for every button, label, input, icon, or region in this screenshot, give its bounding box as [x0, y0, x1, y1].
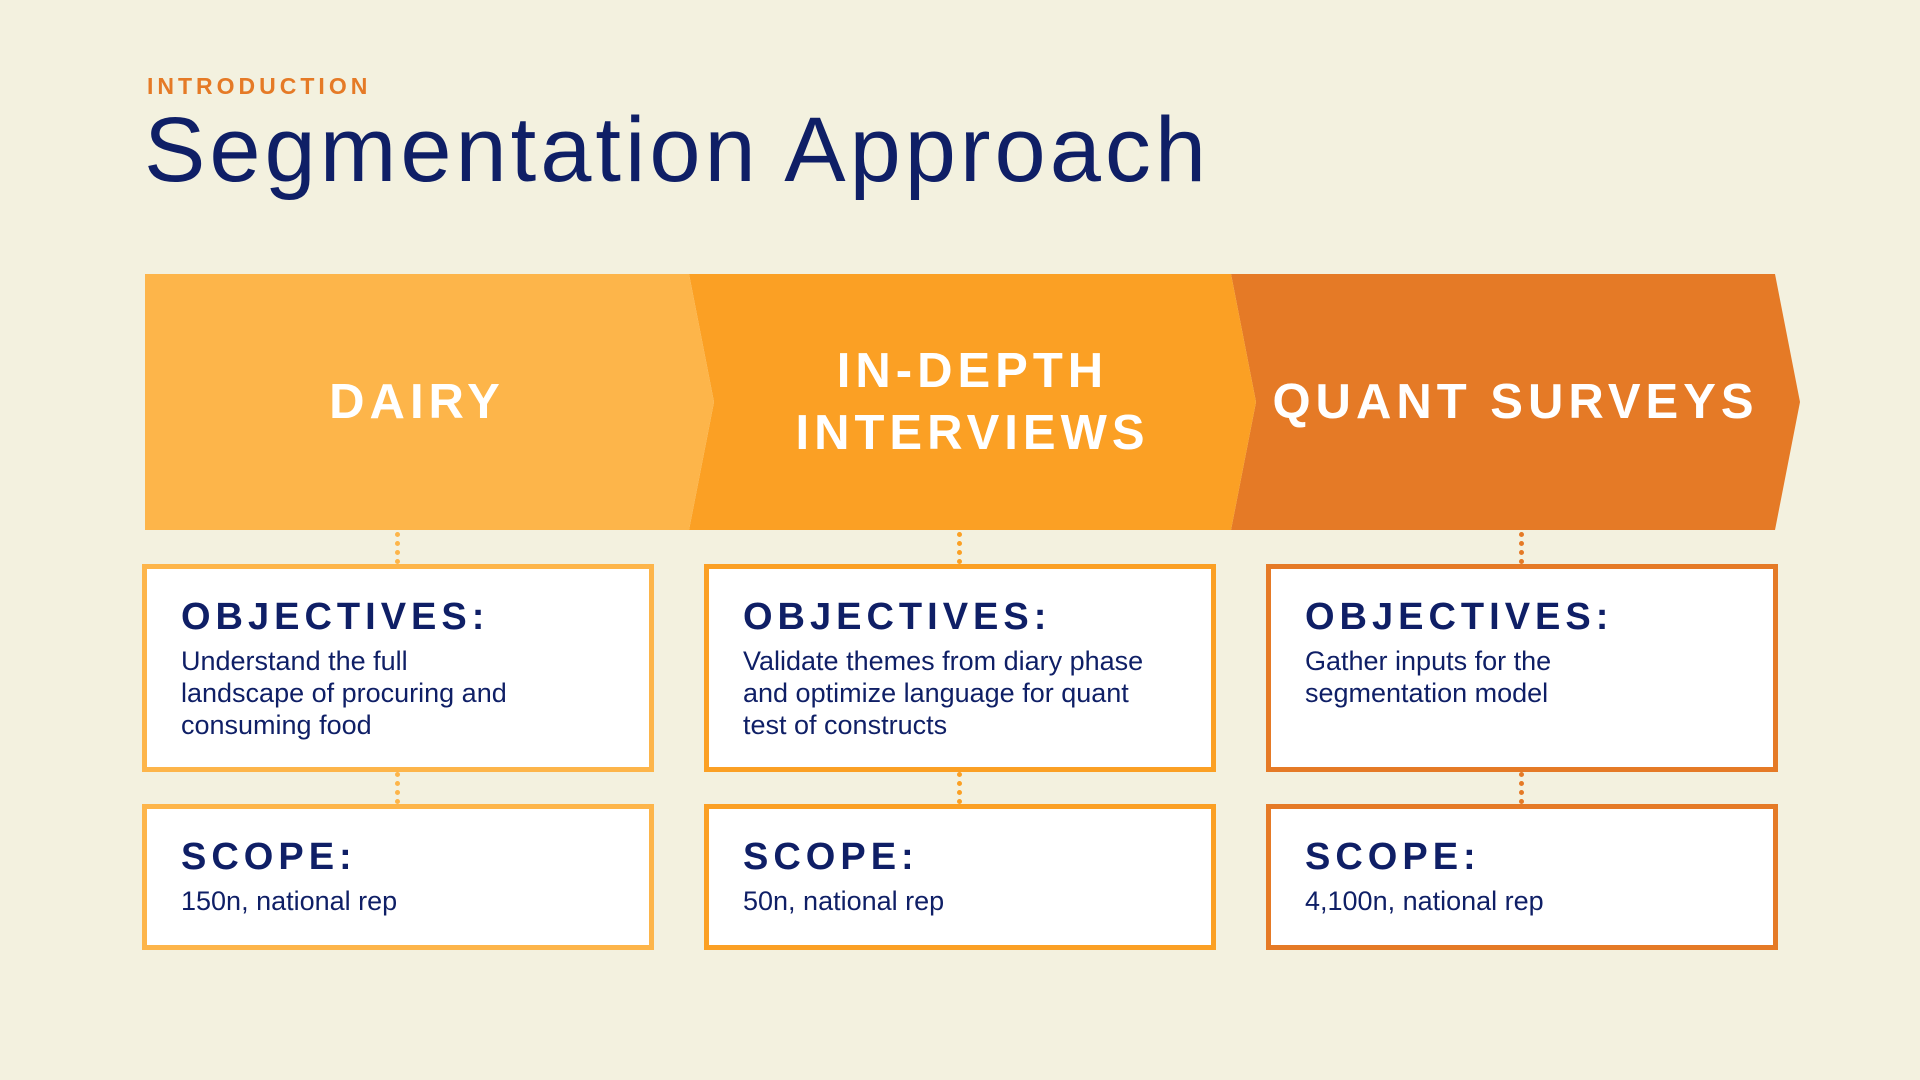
connector-quant-top — [1519, 532, 1524, 564]
objectives-text: Gather inputs for the segmentation model — [1305, 646, 1552, 708]
phase-label-quant-surveys: QUANT SURVEYS — [1272, 375, 1759, 429]
scope-card-dairy: SCOPE: 150n, national rep — [142, 804, 654, 950]
scope-card-quant: SCOPE: 4,100n, national rep — [1266, 804, 1778, 950]
objectives-text: Validate themes from diary phase and opt… — [743, 646, 1144, 740]
objectives-card-dairy: OBJECTIVES: Understand the full landscap… — [142, 564, 654, 772]
objectives-heading: OBJECTIVES: — [743, 596, 1052, 638]
eyebrow-label: INTRODUCTION — [147, 73, 372, 99]
objectives-heading: OBJECTIVES: — [1305, 596, 1614, 638]
connector-interviews-mid — [957, 772, 962, 804]
page-title: Segmentation Approach — [144, 99, 1211, 201]
phase-chevron-1 — [145, 274, 714, 530]
connector-quant-mid — [1519, 772, 1524, 804]
scope-heading: SCOPE: — [181, 836, 357, 878]
connector-dairy-top — [395, 532, 400, 564]
scope-text: 150n, national rep — [181, 886, 398, 916]
phase-chevron-2 — [689, 274, 1256, 530]
phase-label-interviews: IN-DEPTH INTERVIEWS — [795, 344, 1150, 460]
objectives-text: Understand the full landscape of procuri… — [181, 646, 507, 740]
connector-dairy-mid — [395, 772, 400, 804]
scope-card-interviews: SCOPE: 50n, national rep — [704, 804, 1216, 950]
objectives-card-quant: OBJECTIVES: Gather inputs for the segmen… — [1266, 564, 1778, 772]
scope-heading: SCOPE: — [1305, 836, 1481, 878]
objectives-card-interviews: OBJECTIVES: Validate themes from diary p… — [704, 564, 1216, 772]
connector-interviews-top — [957, 532, 962, 564]
scope-heading: SCOPE: — [743, 836, 919, 878]
scope-text: 50n, national rep — [743, 886, 945, 916]
phase-chevron-3 — [1231, 274, 1800, 530]
phase-label-dairy: DAIRY — [329, 375, 505, 429]
scope-text: 4,100n, national rep — [1305, 886, 1544, 916]
objectives-heading: OBJECTIVES: — [181, 596, 490, 638]
